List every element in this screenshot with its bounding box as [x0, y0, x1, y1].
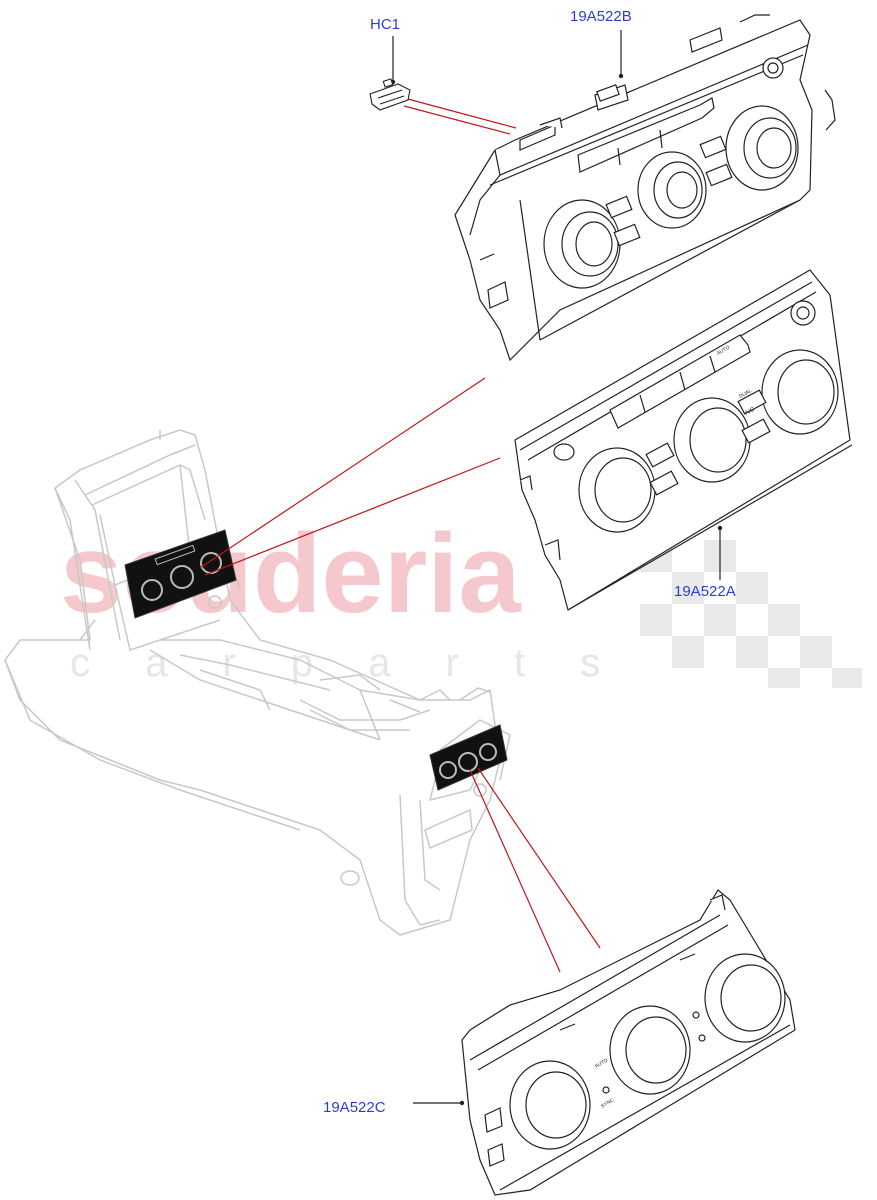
watermark-tagline: c a r p a r t s [70, 641, 622, 685]
callout-19a522a[interactable]: 19A522A [674, 583, 736, 600]
console-panel-rear [429, 724, 508, 791]
part-19a522c [461, 889, 796, 1196]
leader-lines [199, 97, 601, 973]
leader-19a522c-console-a [469, 769, 561, 973]
hc1-clip [369, 78, 411, 111]
leader-hc1-a [403, 97, 517, 129]
leader-19a522c-console-b [477, 767, 601, 949]
callout-19a522b[interactable]: 19A522B [570, 8, 632, 25]
leader-19a522a-console [204, 457, 501, 576]
console-panel-front [124, 529, 237, 619]
panel-a-ac-label: A/C [744, 406, 756, 416]
callout-hc1[interactable]: HC1 [370, 16, 401, 33]
panel-a-dual-label: DUAL [738, 388, 753, 400]
part-19a522b [454, 14, 836, 362]
callout-pointers [392, 30, 721, 1104]
callout-19a522c[interactable]: 19A522C [323, 1099, 386, 1116]
part-19a522a [514, 269, 853, 611]
leader-19a522b-console-a [199, 377, 486, 569]
callout-dots [390, 73, 723, 1106]
leader-hc1-b [403, 105, 511, 135]
watermark-checker [640, 540, 862, 688]
